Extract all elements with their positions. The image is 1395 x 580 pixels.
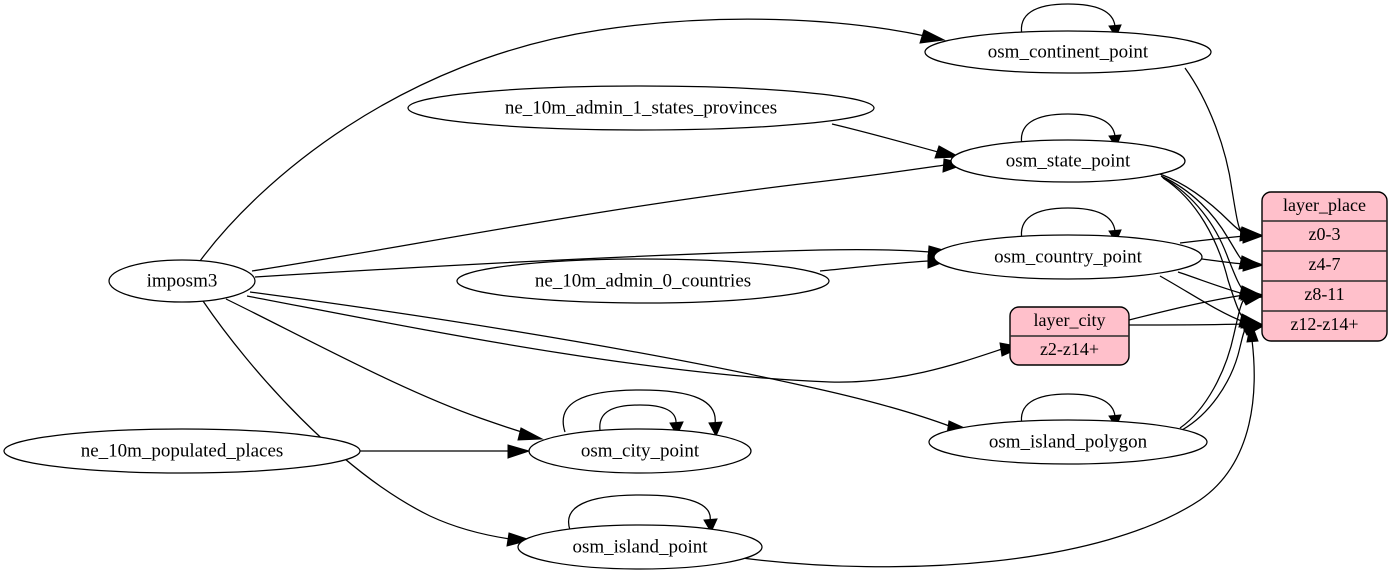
node-osm-island-point[interactable]: osm_island_point [517,524,763,570]
node-osm-city-point-label: osm_city_point [581,440,700,461]
node-layer: imposm3 ne_10m_admin_1_states_provinces … [3,30,1388,570]
edge-imposm3-to-osm-state-point [251,158,967,272]
edge-ne-countries-to-osm-country-point [819,254,951,272]
edge-ne-populated-to-osm-city-point [360,444,531,459]
node-layer-place[interactable]: layer_place z0-3 z4-7 z8-11 z12-z14+ [1261,191,1388,342]
layer-place-title: layer_place [1283,195,1366,215]
edge-imposm3-to-osm-city-point [225,298,544,441]
node-ne-10m-admin-0-countries[interactable]: ne_10m_admin_0_countries [456,258,830,304]
edge-imposm3-to-osm-continent-point [199,18,946,262]
edge-osm-country-point-to-layer-place-z0-3 [1179,229,1264,244]
node-ne-populated-label: ne_10m_populated_places [81,440,284,461]
edge-imposm3-to-osm-island-polygon [249,291,973,435]
node-imposm3-label: imposm3 [147,270,218,291]
node-osm-country-point[interactable]: osm_country_point [933,234,1203,280]
node-osm-state-point[interactable]: osm_state_point [950,139,1186,183]
layer-place-row-z8-11: z8-11 [1304,284,1344,304]
edge-imposm3-to-layer-city [246,295,1024,383]
node-layer-city[interactable]: layer_city z2-z14+ [1009,306,1130,366]
node-osm-island-polygon-label: osm_island_polygon [989,431,1148,452]
layer-city-row-z2-z14: z2-z14+ [1040,339,1099,359]
edge-osm-country-point-to-layer-place-z4-7 [1201,257,1265,272]
node-osm-state-point-label: osm_state_point [1006,150,1131,171]
node-osm-continent-point-label: osm_continent_point [988,41,1149,62]
layer-place-row-z4-7: z4-7 [1309,254,1341,274]
edge-osm-island-point-to-layer-place-z12 [741,320,1259,568]
edge-osm-island-polygon-to-layer-place-z8-11 [1179,293,1264,429]
self-loop-osm-island-point [568,494,718,534]
node-osm-island-polygon[interactable]: osm_island_polygon [928,419,1208,465]
layer-place-row-z12-z14: z12-z14+ [1290,314,1358,334]
node-ne-10m-populated-places[interactable]: ne_10m_populated_places [3,428,361,474]
layer-city-title: layer_city [1034,310,1106,330]
node-osm-continent-point[interactable]: osm_continent_point [924,30,1212,74]
node-ne-countries-label: ne_10m_admin_0_countries [535,270,751,291]
node-ne-states-label: ne_10m_admin_1_states_provinces [505,97,777,118]
edge-imposm3-to-osm-island-point [202,300,532,547]
node-ne-10m-admin-1-states-provinces[interactable]: ne_10m_admin_1_states_provinces [407,85,875,131]
node-osm-country-point-label: osm_country_point [994,246,1142,267]
layer-place-row-z0-3: z0-3 [1309,224,1341,244]
self-loop-osm-city-point-outer [562,389,723,438]
node-imposm3[interactable]: imposm3 [108,259,256,303]
edge-ne-states-to-osm-state-point [831,123,961,159]
self-loop-osm-city-point-inner [599,404,684,437]
node-osm-city-point[interactable]: osm_city_point [528,428,752,474]
node-osm-island-point-label: osm_island_point [572,536,708,557]
